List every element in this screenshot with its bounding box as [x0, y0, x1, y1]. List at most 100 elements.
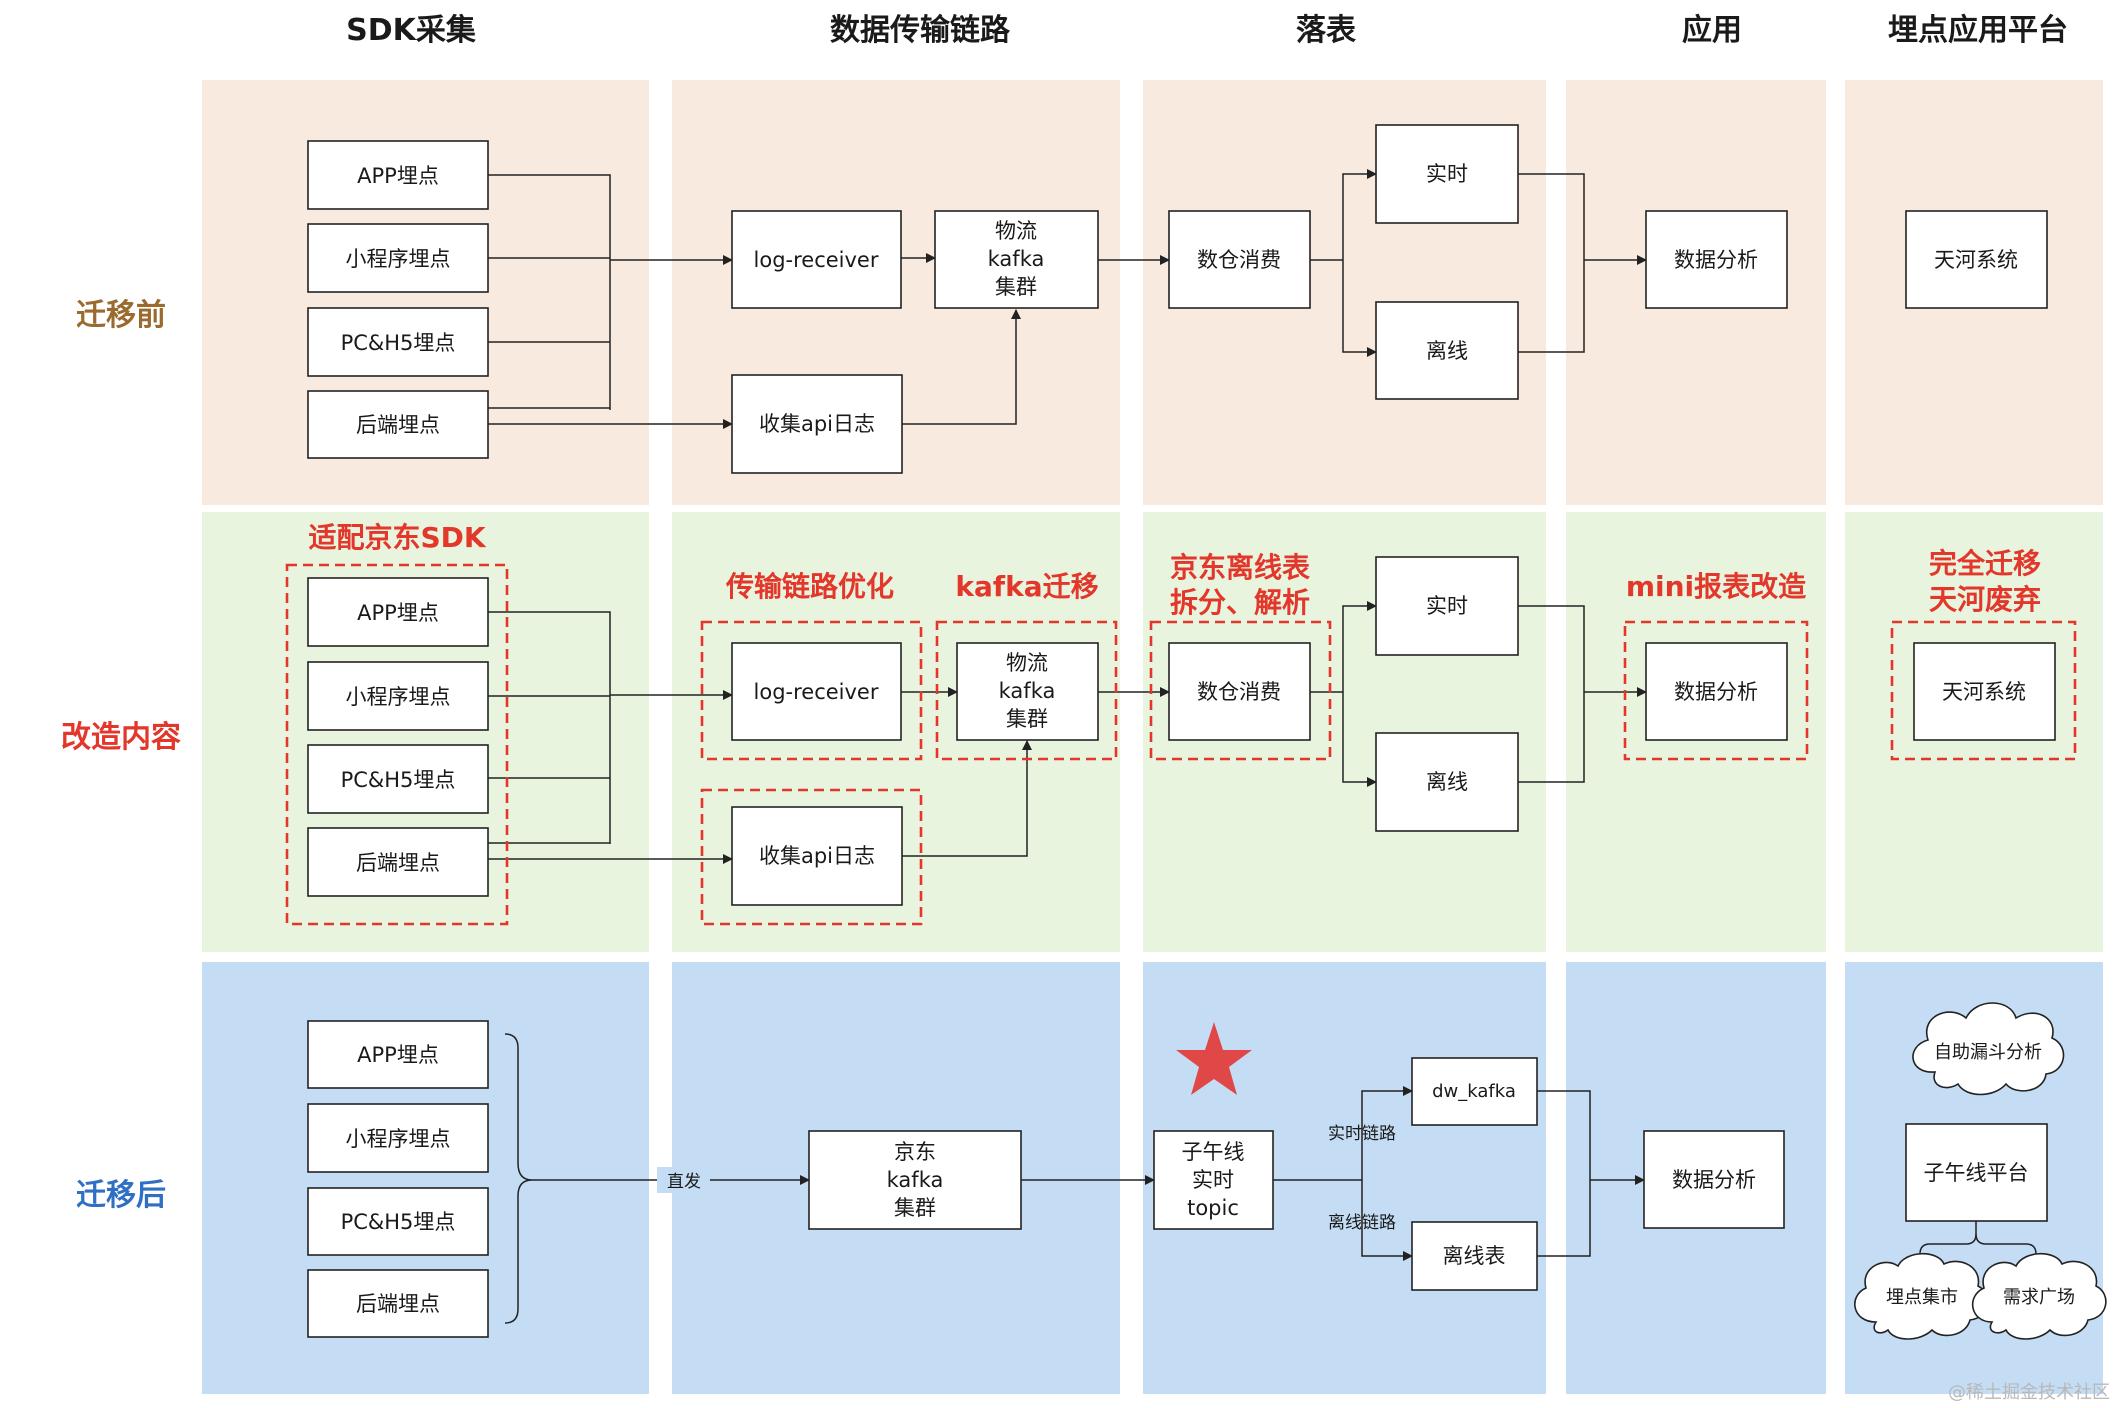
star-icon	[1176, 1022, 1252, 1095]
box-label: 数据分析	[1674, 680, 1758, 704]
note-platform-line2: 天河废弃	[1929, 583, 2041, 616]
column-header-landing: 落表	[1296, 13, 1356, 48]
column-header-platform: 埋点应用平台	[1888, 13, 2068, 48]
note-landing-line1: 京东离线表	[1170, 551, 1310, 584]
box-label: 离线	[1426, 339, 1468, 363]
box-label: APP埋点	[357, 1043, 439, 1067]
highlight-log-receiver	[700, 620, 923, 761]
box-label: 收集api日志	[759, 844, 875, 868]
edge-label-direct: 直发	[667, 1172, 701, 1192]
box-before-api-log: 收集api日志	[731, 374, 903, 474]
note-landing-line2: 拆分、解析	[1170, 586, 1310, 619]
box-label-line3: topic	[1187, 1196, 1239, 1220]
box-before-backend: 后端埋点	[307, 390, 489, 459]
box-change-log-receiver: log-receiver	[731, 642, 902, 741]
cloud-funnel: 自助漏斗分析	[1912, 1002, 2065, 1096]
box-change-platform: 天河系统	[1913, 642, 2056, 741]
box-label: 天河系统	[1942, 680, 2026, 704]
box-change-offline: 离线	[1375, 732, 1519, 832]
box-label: 数仓消费	[1197, 248, 1281, 272]
column-header-transport: 数据传输链路	[830, 13, 1011, 48]
box-change-dw-consume: 数仓消费	[1168, 642, 1311, 741]
box-label-line3: 集群	[894, 1196, 936, 1220]
box-change-app: APP埋点	[307, 577, 489, 647]
box-label-line1: 物流	[1006, 651, 1048, 675]
box-label: 数据分析	[1672, 1168, 1756, 1192]
box-label-line1: 子午线	[1182, 1140, 1245, 1164]
cloud-demand: 需求广场	[1971, 1253, 2107, 1340]
box-after-pch5: PC&H5埋点	[307, 1187, 489, 1256]
box-label: 离线	[1426, 770, 1468, 794]
box-label: 实时	[1426, 594, 1468, 618]
highlight-dw-consume	[1149, 620, 1332, 761]
note-kafka: kafka迁移	[955, 570, 1098, 603]
row-label-before: 迁移前	[76, 298, 166, 333]
note-application: mini报表改造	[1626, 570, 1806, 603]
box-label: 后端埋点	[356, 851, 440, 875]
box-before-realtime: 实时	[1375, 124, 1519, 224]
box-label: PC&H5埋点	[341, 331, 456, 355]
box-change-miniprogram: 小程序埋点	[307, 661, 489, 731]
cloud-label: 需求广场	[2003, 1287, 2075, 1308]
column-header-sdk: SDK采集	[346, 13, 477, 48]
box-label: PC&H5埋点	[341, 1210, 456, 1234]
box-label: 后端埋点	[356, 1292, 440, 1316]
box-change-kafka: 物流 kafka 集群	[956, 642, 1099, 741]
box-label: 小程序埋点	[346, 685, 451, 709]
watermark: @稀土掘金技术社区	[1948, 1382, 2110, 1403]
row-before-edges	[488, 169, 1647, 429]
box-label: dw_kafka	[1432, 1081, 1516, 1102]
note-transport: 传输链路优化	[725, 570, 894, 603]
box-before-pch5: PC&H5埋点	[307, 307, 489, 377]
box-before-offline: 离线	[1375, 301, 1519, 400]
box-change-analysis: 数据分析	[1645, 642, 1788, 741]
cloud-label: 埋点集市	[1886, 1287, 1958, 1308]
box-change-pch5: PC&H5埋点	[307, 744, 489, 814]
box-label-line1: 京东	[894, 1140, 936, 1164]
box-after-dw-kafka: dw_kafka	[1411, 1057, 1538, 1126]
note-sdk: 适配京东SDK	[308, 521, 486, 554]
box-label-line2: kafka	[999, 679, 1056, 703]
box-after-backend: 后端埋点	[307, 1269, 489, 1338]
box-before-dw-consume: 数仓消费	[1168, 210, 1311, 309]
box-label: APP埋点	[357, 164, 439, 188]
box-label: 小程序埋点	[346, 247, 451, 271]
box-after-topic: 子午线 实时 topic	[1153, 1130, 1274, 1230]
box-label: 天河系统	[1934, 248, 2018, 272]
box-label-line2: 实时	[1192, 1168, 1234, 1192]
box-after-jd-kafka: 京东 kafka 集群	[808, 1130, 1022, 1230]
column-header-application: 应用	[1682, 13, 1742, 48]
box-after-miniprogram: 小程序埋点	[307, 1103, 489, 1173]
note-platform-line1: 完全迁移	[1929, 547, 2041, 580]
cloud-label: 自助漏斗分析	[1934, 1042, 2042, 1063]
change-highlights	[285, 563, 2077, 926]
box-label-line3: 集群	[1006, 707, 1048, 731]
box-change-realtime: 实时	[1375, 556, 1519, 656]
box-before-analysis: 数据分析	[1645, 210, 1788, 309]
box-after-offline-table: 离线表	[1411, 1221, 1538, 1291]
edge-label-realtime-link: 实时链路	[1328, 1124, 1396, 1144]
box-label: 子午线平台	[1924, 1161, 2029, 1185]
box-after-platform: 子午线平台	[1905, 1123, 2048, 1222]
box-after-analysis: 数据分析	[1643, 1130, 1785, 1229]
edge-label-offline-link: 离线链路	[1328, 1213, 1396, 1233]
box-change-backend: 后端埋点	[307, 827, 489, 897]
highlight-kafka	[935, 620, 1118, 761]
row-label-change: 改造内容	[61, 720, 181, 755]
box-label-line1: 物流	[995, 219, 1037, 243]
box-label: log-receiver	[754, 248, 879, 272]
box-label: 后端埋点	[356, 413, 440, 437]
cloud-market: 埋点集市	[1854, 1253, 1989, 1340]
box-label: 数仓消费	[1197, 680, 1281, 704]
box-change-api-log: 收集api日志	[731, 806, 903, 906]
box-before-platform: 天河系统	[1905, 210, 2048, 309]
box-label: 数据分析	[1674, 248, 1758, 272]
box-label: APP埋点	[357, 601, 439, 625]
box-before-miniprogram: 小程序埋点	[307, 223, 489, 293]
box-label-line2: kafka	[887, 1168, 944, 1192]
row-after-edges	[504, 1033, 2037, 1324]
highlight-sdk	[285, 563, 509, 926]
row-change-edges	[488, 601, 1647, 864]
box-label: 实时	[1426, 162, 1468, 186]
